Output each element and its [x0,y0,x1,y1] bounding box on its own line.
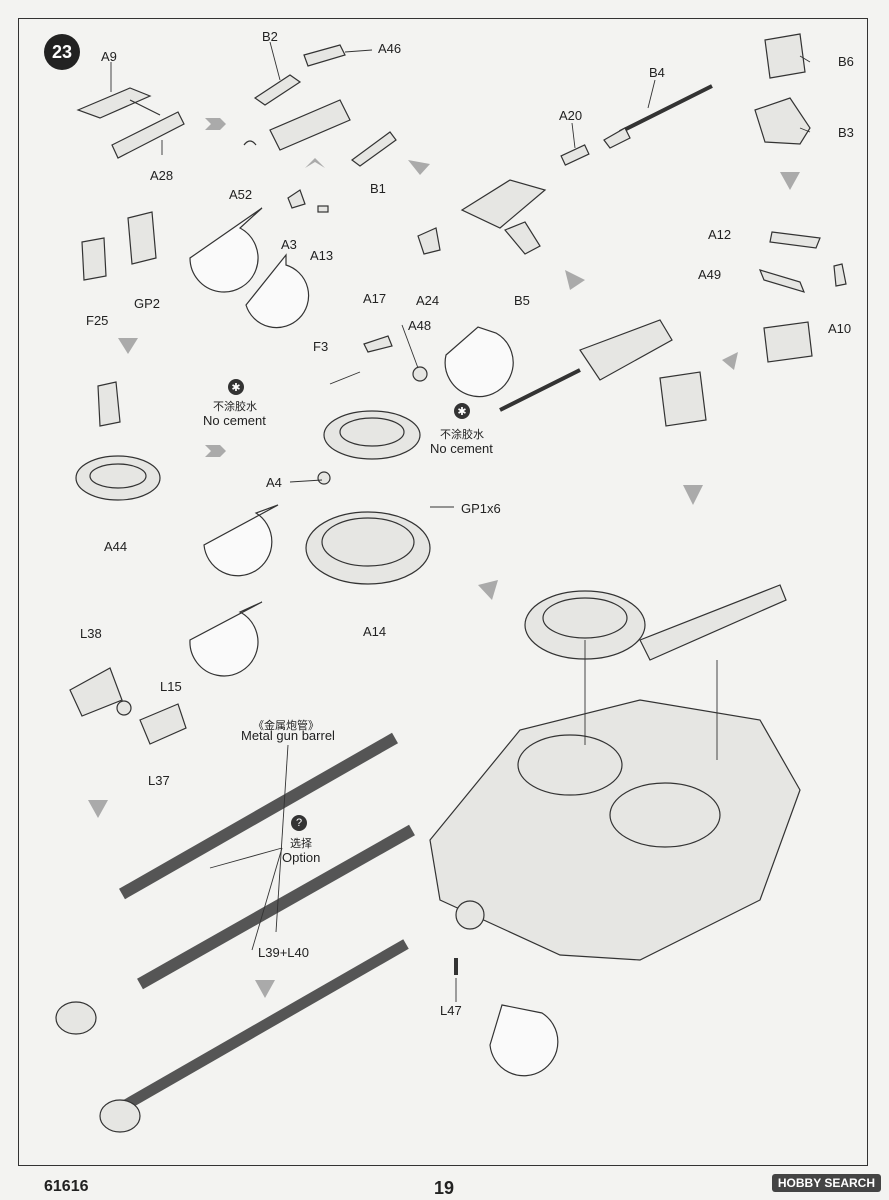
hatch-upper-drawing [323,335,428,460]
part-label-b5: B5 [514,293,530,308]
option-note-en: Option [282,850,321,865]
part-label-a9: A9 [101,49,117,64]
part-label-a4: A4 [266,475,282,490]
product-code: 61616 [44,1178,89,1195]
cupola-assembled-drawing [524,584,787,661]
part-label-a52: A52 [229,187,253,202]
a3-a13-drawing [287,189,329,213]
b2-assembly-drawing [243,44,397,167]
watermark-logo: HOBBY SEARCH [771,1174,881,1192]
instruction-sheet-frame [18,18,868,1166]
part-label-a13: A13 [310,248,334,263]
ammo-box-drawing [758,231,847,363]
a44-hatch-drawing [75,381,161,501]
option-note-cn: 选择 [290,838,312,850]
part-label-l37: L37 [148,773,170,788]
part-label-a49: A49 [698,267,722,282]
no-cement-note-cn-left: 不涂胶水 [213,401,257,413]
no-cement-note-cn-right: 不涂胶水 [440,429,484,441]
part-label-l15: L15 [160,679,182,694]
part-label-a20: A20 [559,108,583,123]
turret-drawing [429,699,801,961]
part-label-a12: A12 [708,227,732,242]
part-label-gp1x6: GP1x6 [461,501,501,516]
part-label-a46: A46 [378,41,402,56]
part-label-f25: F25 [86,313,109,328]
detail-callouts [189,207,559,1077]
b4-barrel-drawing [560,84,713,166]
right-mg-drawing [499,319,707,427]
part-label-l47: L47 [440,1003,462,1018]
part-label-a17: A17 [363,291,387,306]
part-label-gp2: GP2 [134,296,161,311]
a14-ring-drawing [305,471,431,585]
metal-barrel-note-cn: 《金属炮管》 [253,720,319,732]
flow-arrows [88,118,800,998]
page-number: 19 [434,1178,455,1198]
part-label-b4: B4 [649,65,665,80]
part-label-a24: A24 [416,293,440,308]
no-cement-note-en-left: No cement [203,413,266,428]
part-label-a44: A44 [104,539,128,554]
part-label-a10: A10 [828,321,852,336]
part-label-a14: A14 [363,624,387,639]
part-label-a48: A48 [408,318,432,333]
part-label-l38: L38 [80,626,102,641]
gp2-f25-drawing [81,211,157,281]
barrels-drawing [55,732,415,1133]
metal-barrel-note-en: Metal gun barrel [241,728,335,743]
part-label-b1: B1 [370,181,386,196]
part-label-a28: A28 [150,168,174,183]
center-mg-drawing [417,179,547,255]
part-label-b3: B3 [838,125,854,140]
part-label-f3: F3 [313,339,329,354]
part-label-a3: A3 [281,237,297,252]
a9-a28-part-drawing [76,87,185,159]
no-cement-note-en-right: No cement [430,441,493,456]
no-cement-icon: ✱ [454,403,470,419]
step-number-badge: 23 [44,34,80,70]
leader-lines [110,41,811,1002]
part-label-l39-l40: L39+L40 [258,945,309,960]
l38-l15-l37-drawing [69,667,187,745]
part-label-b2: B2 [262,29,278,44]
no-cement-icon: ✱ [228,379,244,395]
question-mark-icon: ? [291,815,307,831]
b6-b3-box-drawing [754,33,811,145]
part-label-b6: B6 [838,54,854,69]
